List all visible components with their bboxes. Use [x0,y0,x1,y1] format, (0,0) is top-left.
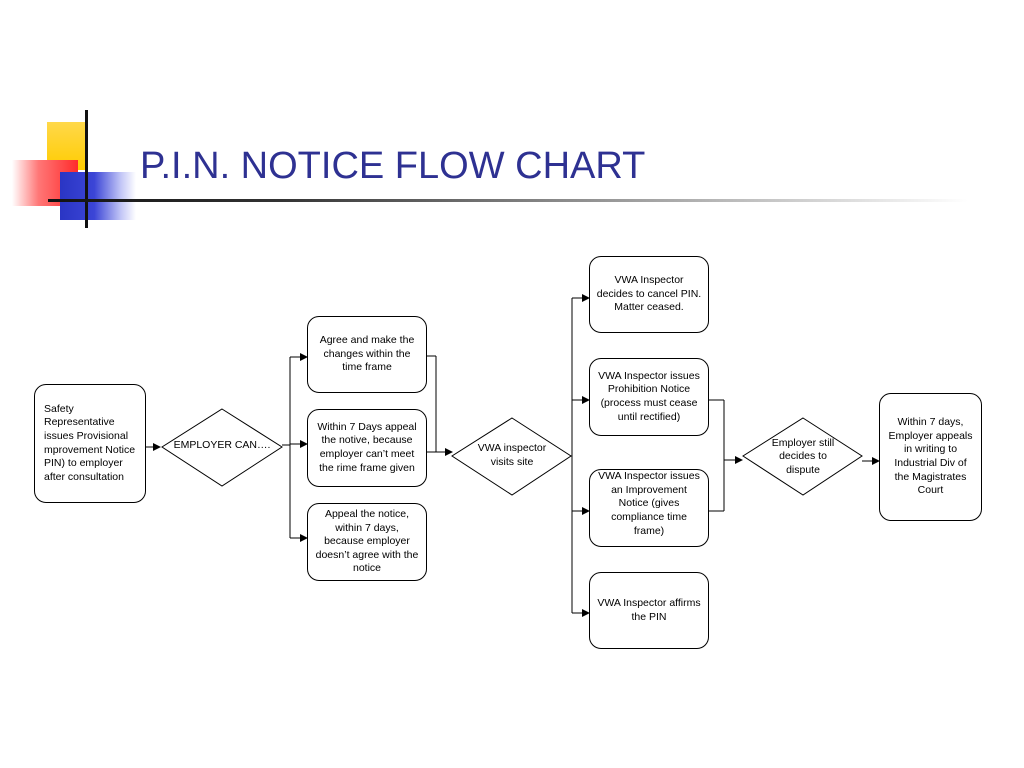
blue-gradient-decoration [60,172,136,220]
inspector-visit-diamond [451,417,572,496]
appeal-time-option-box: Within 7 Days appeal the notive, because… [307,409,427,487]
cancel-outcome-label: VWA Inspector decides to cancel PIN. Mat… [596,274,702,314]
improvement-outcome-box: VWA Inspector issues an Improvement Noti… [589,469,709,547]
appeal-time-option-label: Within 7 Days appeal the notive, because… [317,420,417,474]
agree-option-box: Agree and make the changes within the ti… [307,316,427,393]
prohibition-outcome-box: VWA Inspector issues Prohibition Notice … [589,358,709,436]
employer-decision-label: EMPLOYER CAN…. [173,439,271,452]
vertical-rule [85,110,88,228]
start-box: Safety Representative issues Provisional… [34,384,146,503]
start-box-label: Safety Representative issues Provisional… [44,402,136,483]
dispute-decision-label: Employer still decides to dispute [771,436,835,476]
final-appeal-box: Within 7 days, Employer appeals in writi… [879,393,982,521]
title-underline-rule [48,199,968,202]
affirm-outcome-label: VWA Inspector affirms the PIN [597,596,701,623]
slide-title: P.I.N. NOTICE FLOW CHART [140,145,646,187]
appeal-disagree-option-label: Appeal the notice, within 7 days, becaus… [315,507,419,575]
agree-option-label: Agree and make the changes within the ti… [319,334,415,374]
inspector-visit-label: VWA inspector visits site [477,442,547,468]
final-appeal-label: Within 7 days, Employer appeals in writi… [888,416,973,497]
prohibition-outcome-label: VWA Inspector issues Prohibition Notice … [598,369,700,423]
improvement-outcome-label: VWA Inspector issues an Improvement Noti… [598,470,700,537]
cancel-outcome-box: VWA Inspector decides to cancel PIN. Mat… [589,256,709,333]
dispute-decision-diamond [742,417,863,496]
employer-decision-diamond [161,408,283,487]
appeal-disagree-option-box: Appeal the notice, within 7 days, becaus… [307,503,427,581]
affirm-outcome-box: VWA Inspector affirms the PIN [589,572,709,649]
